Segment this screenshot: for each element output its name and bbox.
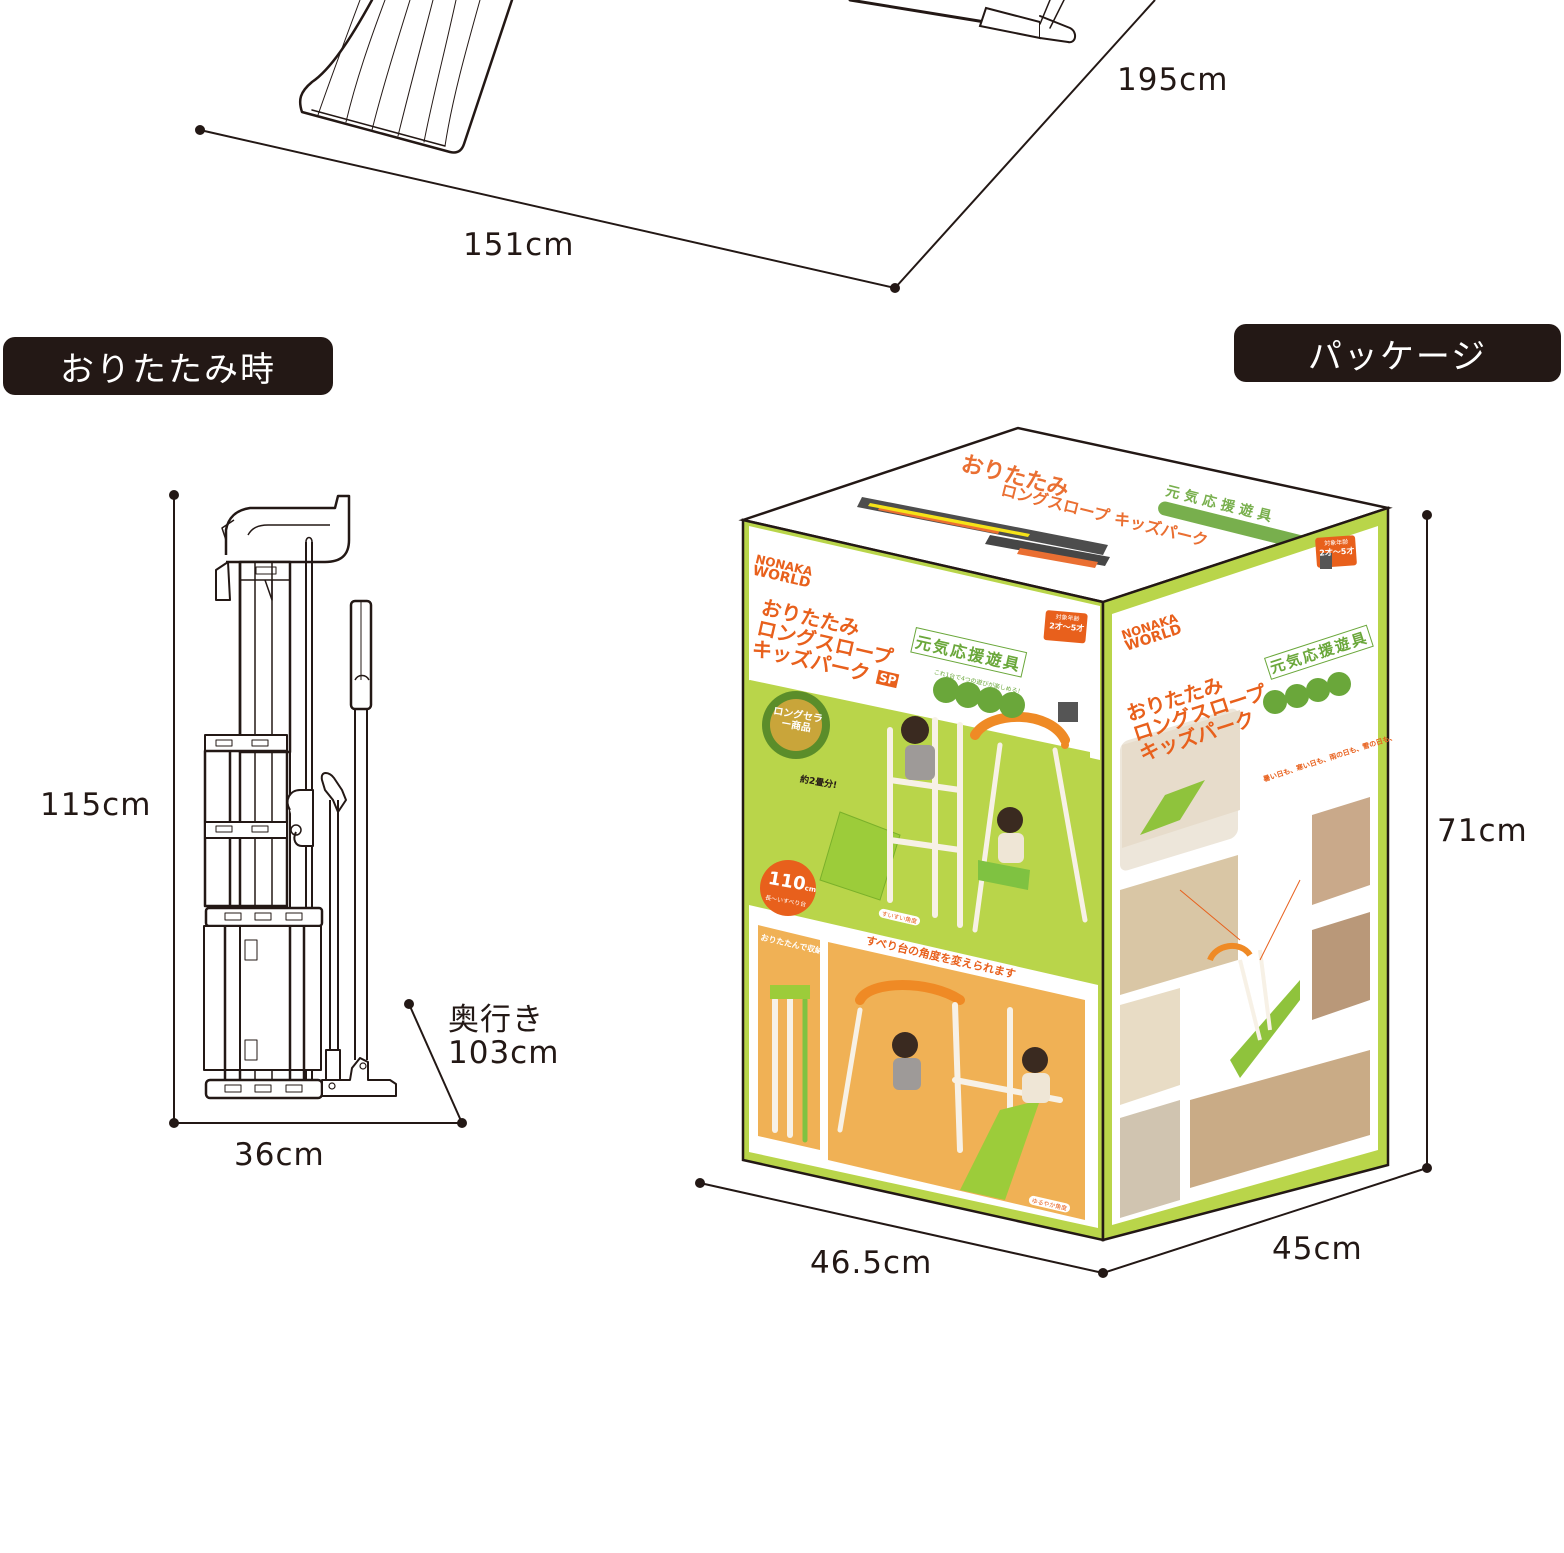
side-photos xyxy=(1120,708,1370,1218)
folded-depth-caption: 奥行き xyxy=(448,1002,544,1038)
folded-height-label: 115cm xyxy=(40,787,152,823)
assembled-slide-drawing xyxy=(298,0,514,154)
qr-code-side xyxy=(1320,553,1332,569)
package-section-label: パッケージ xyxy=(1234,324,1561,382)
folded-depth-label: 103cm xyxy=(448,1035,560,1071)
depth-dimension-line xyxy=(894,0,1156,289)
age-badge-side: 対象年齢 2才〜5才 xyxy=(1316,537,1357,558)
package-width-line xyxy=(699,1182,1104,1274)
folded-product-drawing xyxy=(203,494,397,1100)
assembled-frame-foot xyxy=(848,0,1076,44)
slide-length-badge xyxy=(760,860,816,916)
slide-length-unit: cm xyxy=(804,884,817,895)
playground-photo-lower xyxy=(770,980,1063,1200)
package-depth-label: 45cm xyxy=(1272,1231,1363,1267)
folded-width-label: 36cm xyxy=(234,1137,325,1173)
folded-section-label: おりたたみ時 xyxy=(3,337,333,395)
width-dimension-line xyxy=(199,129,896,289)
package-box: おりたたみ ロングスロープ キッズパーク 元 気 応 援 遊 具 xyxy=(738,426,1393,1242)
assembled-depth-label: 195cm xyxy=(1117,62,1229,98)
folded-depth-line xyxy=(408,1003,463,1124)
package-height-label: 71cm xyxy=(1437,813,1528,849)
playground-photo-front xyxy=(819,711,1088,933)
qr-code-front xyxy=(1058,702,1078,722)
age-badge-front: 対象年齢 2才〜5才 xyxy=(1045,612,1088,634)
package-depth-line xyxy=(1102,1167,1428,1274)
package-width-label: 46.5cm xyxy=(810,1245,933,1281)
assembled-width-label: 151cm xyxy=(463,227,575,263)
